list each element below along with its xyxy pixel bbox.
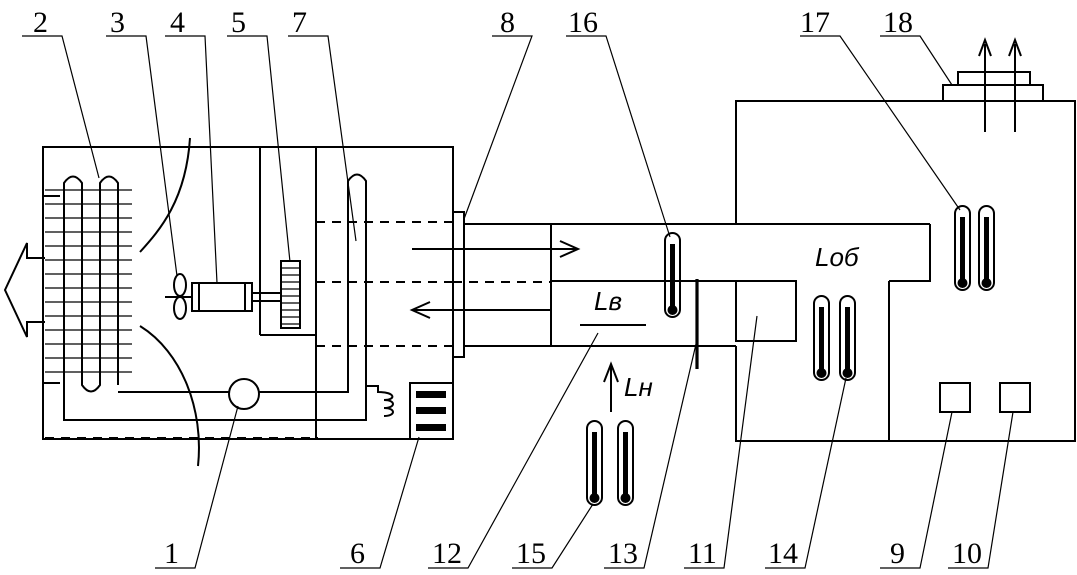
callout-13: 13 <box>608 537 638 570</box>
fan-shroud-top <box>139 137 191 253</box>
compressor-icon <box>228 378 260 410</box>
return-air-arrow-icon <box>409 301 552 319</box>
fan-motor <box>191 282 281 312</box>
refrigerant-piping <box>63 385 367 421</box>
wall-flange <box>452 211 465 358</box>
callout-2: 2 <box>33 6 48 39</box>
callout-15: 15 <box>516 537 546 570</box>
sensor-9 <box>939 382 971 413</box>
callout-16: 16 <box>568 6 598 39</box>
callout-3: 3 <box>110 6 125 39</box>
climate-chamber <box>735 100 1076 442</box>
callout-12: 12 <box>432 537 462 570</box>
leader-lines <box>22 35 1014 569</box>
callout-numbers: 2 3 4 5 7 8 16 17 18 1 6 12 15 13 11 14 … <box>33 6 982 570</box>
callout-4: 4 <box>170 6 185 39</box>
flow-label-l-ob: Lоб <box>815 242 860 272</box>
callout-8: 8 <box>500 6 515 39</box>
evaporator-coil <box>347 173 394 417</box>
control-panel <box>409 382 454 440</box>
thermometer-pair-17 <box>954 205 995 291</box>
exhaust-flange <box>942 71 1044 102</box>
supply-air-arrow-icon <box>412 240 581 258</box>
callout-14: 14 <box>768 537 798 570</box>
callout-11: 11 <box>688 537 717 570</box>
thermometer-pair-15 <box>586 420 634 506</box>
callout-17: 17 <box>800 6 830 39</box>
callout-10: 10 <box>952 537 982 570</box>
condenser-coil <box>45 175 132 393</box>
evaporator-fan-impeller-icon <box>280 260 301 329</box>
exhaust-arrow-icon <box>3 242 45 338</box>
callout-1: 1 <box>164 537 179 570</box>
callout-7: 7 <box>292 6 307 39</box>
sensor-10 <box>999 382 1031 413</box>
condenser-fan-icon <box>165 273 192 320</box>
fan-shroud-bottom <box>139 325 200 467</box>
callout-18: 18 <box>883 6 913 39</box>
thermometer-pair-14 <box>813 295 856 381</box>
flow-label-l-n: Lн <box>624 372 653 402</box>
exhaust-arrows-icon <box>978 37 1022 132</box>
flow-label-l-in: Lв <box>594 286 622 316</box>
thermometer-16 <box>664 232 681 318</box>
outdoor-air-arrow-icon <box>603 361 619 412</box>
callout-5: 5 <box>231 6 246 39</box>
callout-9: 9 <box>890 537 905 570</box>
callout-6: 6 <box>350 537 365 570</box>
